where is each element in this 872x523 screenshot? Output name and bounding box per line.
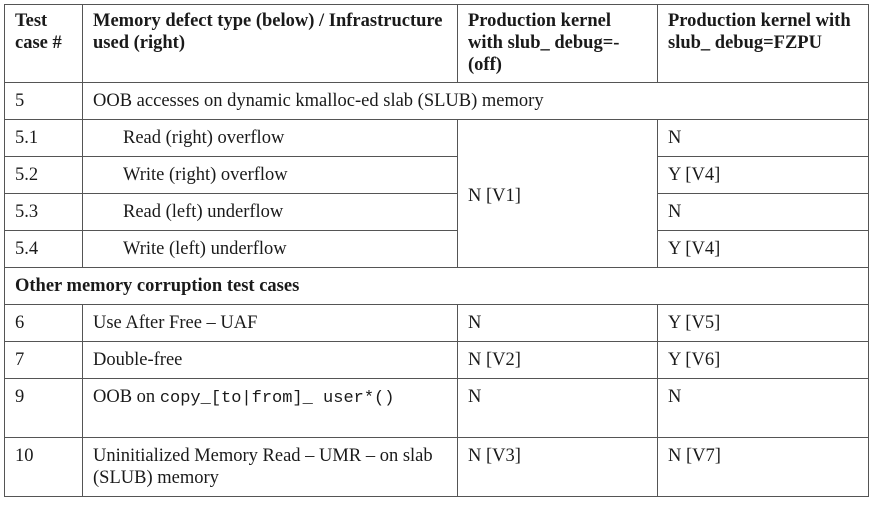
section-title-other: Other memory corruption test cases (4, 267, 869, 305)
table-row: 7 Double-free N [V2] Y [V6] (4, 341, 869, 379)
kernel-fzpu-result: Y [V4] (657, 230, 869, 268)
table-row: 5.4 Write (left) underflow Y [V4] (4, 230, 869, 268)
memory-defect-table: Test case # Memory defect type (below) /… (4, 4, 869, 497)
kernel-off-result: N (457, 304, 658, 342)
table-row: 6 Use After Free – UAF N Y [V5] (4, 304, 869, 342)
section-row-oob: 5 OOB accesses on dynamic kmalloc-ed sla… (4, 82, 869, 120)
kernel-fzpu-result: Y [V4] (657, 156, 869, 194)
table-row: 5.3 Read (left) underflow N (4, 193, 869, 231)
section-title-oob: OOB accesses on dynamic kmalloc-ed slab … (82, 82, 869, 120)
defect-prefix: OOB on (93, 387, 160, 407)
defect-type: Write (left) underflow (82, 230, 458, 268)
kernel-fzpu-result: Y [V6] (657, 341, 869, 379)
kernel-fzpu-result: N [V7] (657, 437, 869, 497)
header-kernel-fzpu: Production kernel with slub_ debug=FZPU (657, 4, 869, 83)
table-row: 5.2 Write (right) overflow Y [V4] (4, 156, 869, 194)
table-row: 5.1 Read (right) overflow N [V1] N (4, 119, 869, 268)
case-number: 6 (4, 304, 83, 342)
kernel-off-result: N [V2] (457, 341, 658, 379)
case-number: 5.2 (4, 156, 83, 194)
kernel-off-result: N [V3] (457, 437, 658, 497)
defect-type: Read (left) underflow (82, 193, 458, 231)
header-defect-type: Memory defect type (below) / Infrastruct… (82, 4, 458, 83)
case-number: 9 (4, 378, 83, 438)
kernel-fzpu-result: N (657, 193, 869, 231)
kernel-fzpu-result: N (657, 119, 869, 157)
case-number: 5.1 (4, 119, 83, 157)
defect-code: copy_[to|from]_ user*() (159, 389, 395, 408)
kernel-off-result: N (457, 378, 658, 438)
defect-type: OOB on copy_[to|from]_ user*() (82, 378, 458, 438)
table-row: 9 OOB on copy_[to|from]_ user*() N N (4, 378, 869, 438)
case-number: 7 (4, 341, 83, 379)
section-row-other: Other memory corruption test cases (4, 267, 869, 305)
kernel-fzpu-result: Y [V5] (657, 304, 869, 342)
header-test-case: Test case # (4, 4, 83, 83)
table-row: 10 Uninitialized Memory Read – UMR – on … (4, 437, 869, 497)
header-row: Test case # Memory defect type (below) /… (4, 4, 869, 83)
case-number: 5.4 (4, 230, 83, 268)
kernel-fzpu-result: N (657, 378, 869, 438)
case-number: 10 (4, 437, 83, 497)
section-case-number: 5 (4, 82, 83, 120)
defect-type: Double-free (82, 341, 458, 379)
case-number: 5.3 (4, 193, 83, 231)
defect-type: Write (right) overflow (82, 156, 458, 194)
kernel-off-merged-result: N [V1] (457, 119, 658, 268)
defect-type: Read (right) overflow (82, 119, 458, 157)
header-kernel-off: Production kernel with slub_ debug=- (of… (457, 4, 658, 83)
defect-type: Uninitialized Memory Read – UMR – on sla… (82, 437, 458, 497)
defect-type: Use After Free – UAF (82, 304, 458, 342)
